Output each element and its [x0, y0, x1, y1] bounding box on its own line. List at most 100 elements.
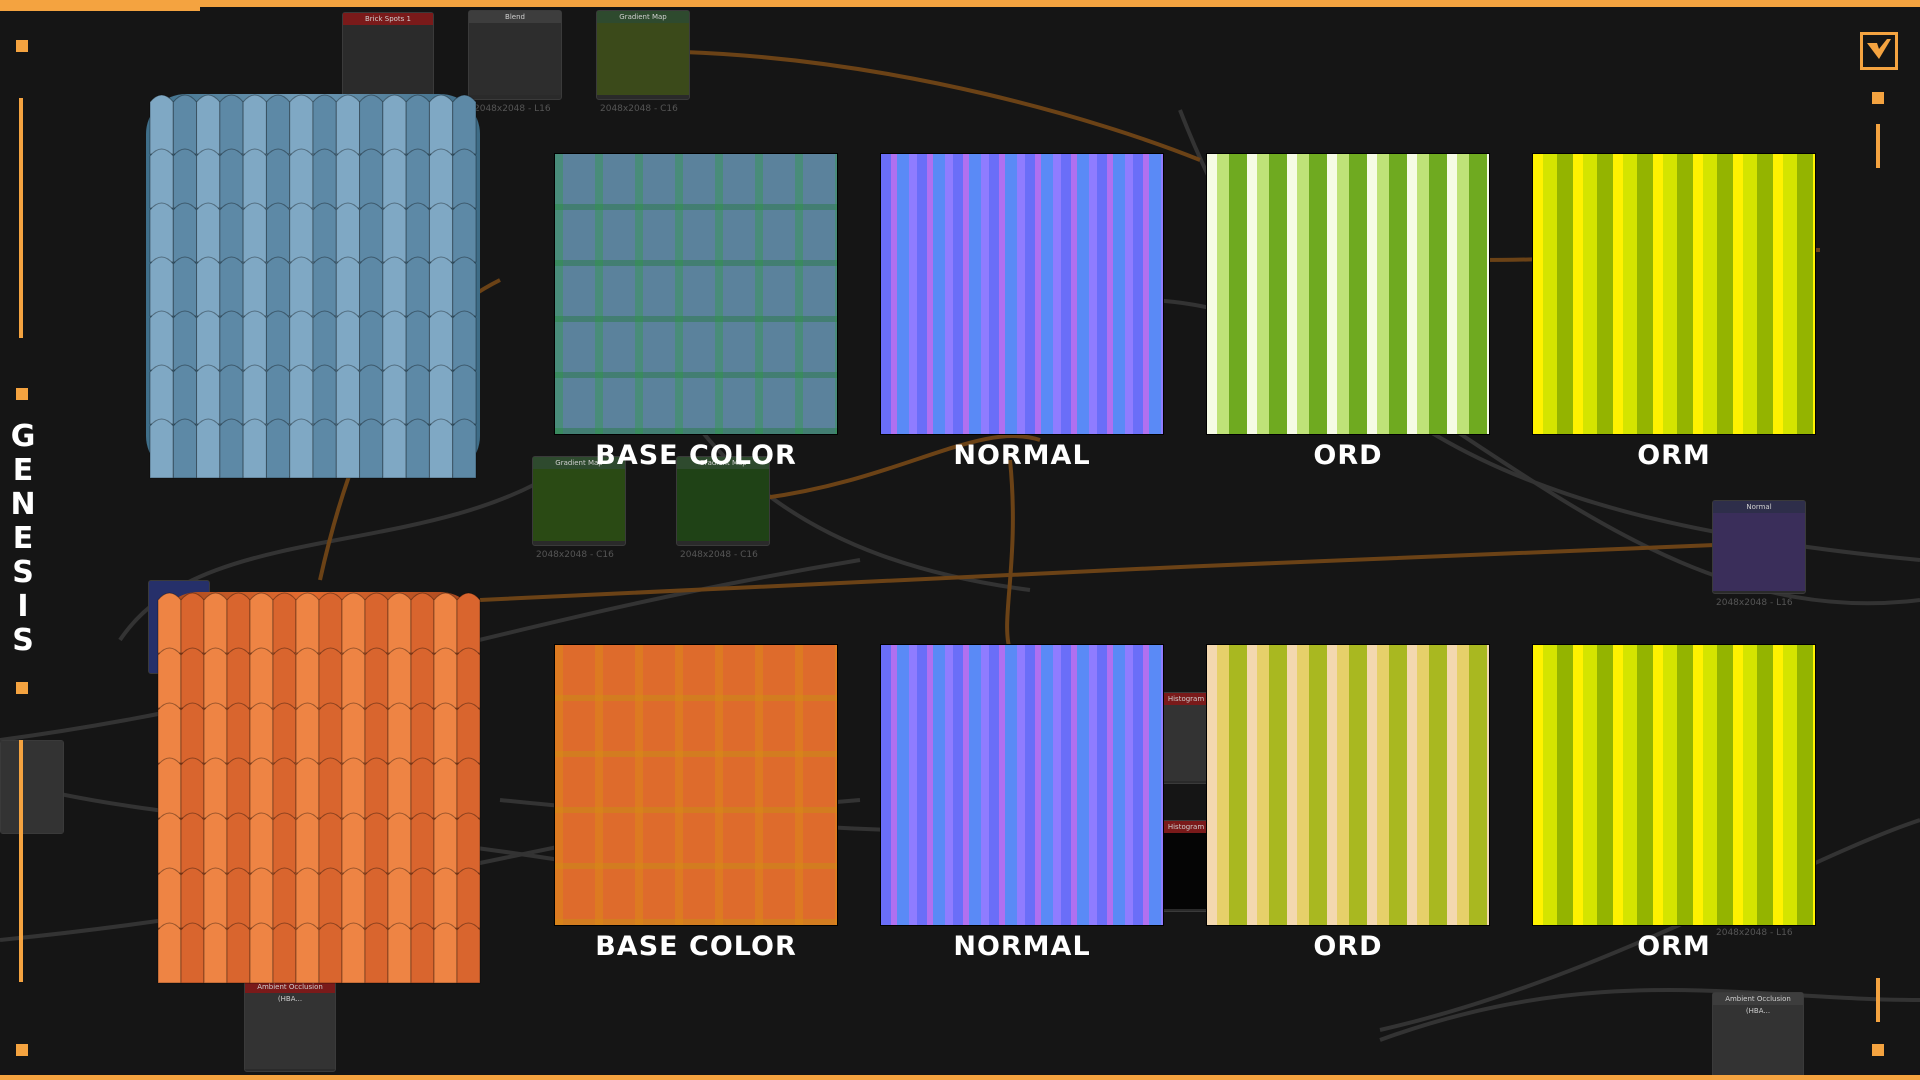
orange-roof-tiles-base-color-map[interactable] [554, 644, 838, 926]
node-thumbnail [1713, 1005, 1803, 1077]
node-gradient-map-top[interactable]: Gradient Map [596, 10, 690, 100]
frame-bottom-border [0, 1075, 1920, 1080]
roof-tile [312, 256, 337, 317]
roof-tile [157, 867, 182, 929]
roof-tile [382, 148, 407, 209]
frame-side-bar [1876, 124, 1880, 168]
node-left-edge[interactable] [0, 740, 64, 834]
roof-tile [196, 418, 221, 479]
frame-side-bar [1876, 978, 1880, 1022]
frame-corner-dot [16, 40, 28, 52]
node-blend-top[interactable]: Blend [468, 10, 562, 100]
roof-tile [219, 256, 244, 317]
node-ambient-occlusion-bottom-left[interactable]: Ambient Occlusion (HBA... [244, 980, 336, 1072]
roof-tile [387, 867, 412, 929]
roof-tile [295, 592, 320, 654]
blue-roof-tiles-ord-map[interactable] [1206, 153, 1490, 435]
roof-tile [364, 757, 389, 819]
roof-tile [149, 256, 174, 317]
roof-tile [382, 310, 407, 371]
brand-logo-icon[interactable] [1860, 32, 1898, 70]
roof-tile [295, 757, 320, 819]
roof-tile [364, 647, 389, 709]
roof-tile [265, 94, 291, 155]
roof-tile [428, 94, 454, 155]
roof-tile [219, 148, 244, 209]
node-gradient-map-mid-a[interactable]: Gradient Map [532, 456, 626, 546]
node-title: Gradient Map [677, 457, 769, 469]
roof-tile [382, 256, 407, 317]
blue-tile-cylinder-preview[interactable] [142, 78, 484, 498]
roof-tile [289, 148, 314, 209]
roof-tile [172, 364, 198, 425]
roof-tile [219, 202, 244, 263]
roof-tile [172, 94, 198, 155]
roof-tile [452, 94, 477, 155]
orange-tile-cylinder-preview[interactable] [150, 578, 490, 988]
map-label: ORM [1637, 931, 1711, 962]
blue-roof-tiles-base-color-map[interactable] [554, 153, 838, 435]
node-meta: 2048x2048 - L16 [1716, 598, 1793, 608]
node-title: Histogram Range [1161, 693, 1211, 705]
roof-tile [226, 592, 251, 654]
roof-tile [242, 148, 267, 209]
roof-tile [359, 256, 384, 317]
roof-tile [341, 757, 366, 819]
roof-tile [265, 310, 291, 371]
roof-tile [203, 647, 228, 709]
roof-tile [433, 922, 458, 984]
orange-roof-tiles-orm-map[interactable] [1532, 644, 1816, 926]
roof-tile [405, 364, 430, 425]
frame-corner-dot [1872, 92, 1884, 104]
node-histogram-range-b[interactable]: Histogram Range [1160, 820, 1212, 912]
orange-roof-tiles-ord-map[interactable] [1206, 644, 1490, 926]
roof-tile [242, 310, 267, 371]
roof-tile [272, 647, 297, 709]
roof-tile [335, 202, 361, 263]
node-histogram-range-a[interactable]: Histogram Range [1160, 692, 1212, 784]
roof-tile [410, 812, 435, 874]
roof-tile [272, 867, 297, 929]
map-label: ORM [1637, 440, 1711, 471]
roof-tile [456, 867, 481, 929]
roof-tile [428, 310, 454, 371]
roof-tile [157, 702, 182, 764]
roof-tile [249, 757, 274, 819]
node-normal-right[interactable]: Normal [1712, 500, 1806, 594]
node-brick-spots[interactable]: Brick Spots 1 [342, 12, 434, 100]
node-thumbnail [597, 23, 689, 95]
roof-tile [226, 922, 251, 984]
orange-roof-tiles-normal-map[interactable] [880, 644, 1164, 926]
roof-tile [387, 592, 412, 654]
node-title: Gradient Map [533, 457, 625, 469]
node-ambient-occlusion-bottom-right[interactable]: Ambient Occlusion (HBA... [1712, 992, 1804, 1080]
roof-tile [387, 812, 412, 874]
roof-tile [172, 256, 198, 317]
roof-tile [410, 867, 435, 929]
roof-tile [341, 812, 366, 874]
roof-tile [405, 310, 430, 371]
blue-roof-tiles-orm-map[interactable] [1532, 153, 1816, 435]
node-thumbnail [1161, 705, 1211, 781]
roof-tile [410, 702, 435, 764]
roof-tile [265, 364, 291, 425]
roof-tile [318, 922, 343, 984]
roof-tile [249, 867, 274, 929]
roof-tile [180, 867, 205, 929]
roof-tile [265, 202, 291, 263]
roof-tile [405, 148, 430, 209]
frame-corner-dot [1872, 1044, 1884, 1056]
roof-tile [312, 310, 337, 371]
roof-tile [219, 418, 244, 479]
roof-tile [428, 418, 454, 479]
roof-tile [382, 418, 407, 479]
roof-tile [312, 94, 337, 155]
roof-tile [359, 310, 384, 371]
roof-tile [312, 202, 337, 263]
node-thumbnail [343, 25, 433, 95]
roof-tile [405, 418, 430, 479]
node-gradient-map-mid-b[interactable]: Gradient Map [676, 456, 770, 546]
blue-roof-tiles-normal-map[interactable] [880, 153, 1164, 435]
roof-tile [289, 310, 314, 371]
